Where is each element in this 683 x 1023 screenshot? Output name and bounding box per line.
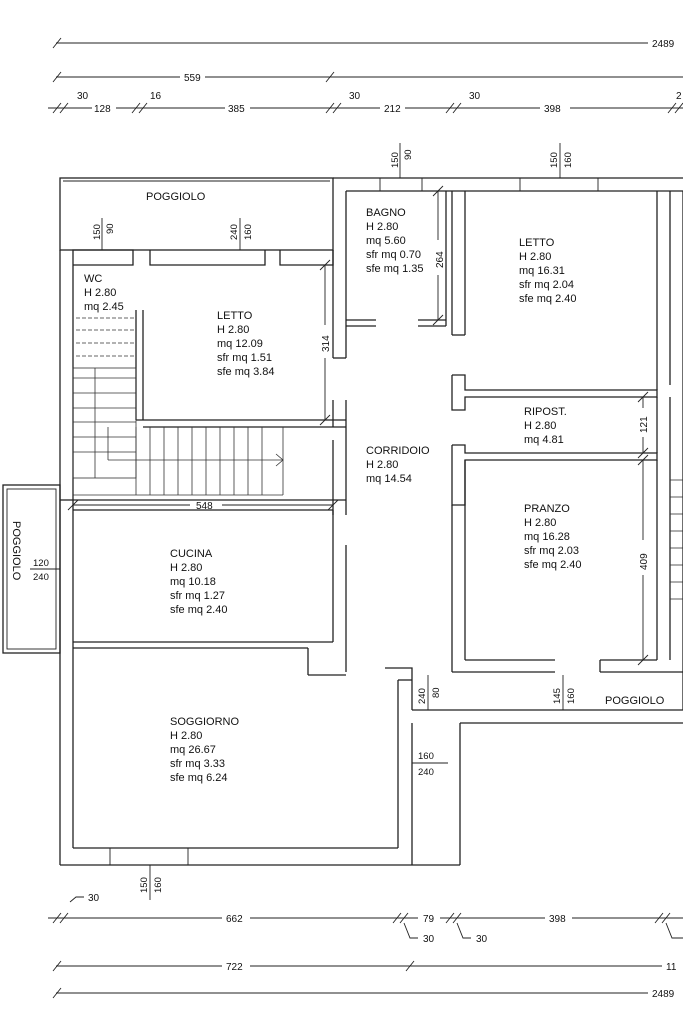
dim-bot-30c: 30 bbox=[476, 934, 488, 945]
opening-cucina-bottom: 240 bbox=[33, 572, 49, 583]
dim-top-30c: 30 bbox=[469, 91, 481, 102]
dim-top-total: 2489 bbox=[652, 39, 675, 50]
dim-top-212: 212 bbox=[384, 104, 401, 115]
top-dimension-chains: 2489 559 30 128 16 385 30 212 30 398 2 bbox=[48, 37, 683, 115]
room-corridoio: CORRIDOIO H 2.80 mq 14.54 bbox=[366, 445, 433, 485]
dim-bot-398: 398 bbox=[549, 914, 566, 925]
wc-fixtures bbox=[76, 317, 136, 357]
opening-cucina-top: 120 bbox=[33, 558, 49, 569]
dim-inner-314: 314 bbox=[321, 335, 332, 352]
room-wc: WC H 2.80 mq 2.45 bbox=[84, 273, 124, 313]
dim-bot-11: 11 bbox=[666, 962, 677, 973]
room-letto-left: LETTO H 2.80 mq 12.09 sfr mq 1.51 sfe mq… bbox=[217, 310, 275, 378]
dim-inner-121: 121 bbox=[639, 416, 650, 433]
opening-soggwin-top: 160 bbox=[153, 877, 164, 893]
dim-top-385: 385 bbox=[228, 104, 245, 115]
room-cucina: CUCINA H 2.80 mq 10.18 sfr mq 1.27 sfe m… bbox=[170, 548, 228, 616]
opening-labels: 150 90 150 160 150 90 240 160 120 240 24… bbox=[30, 143, 577, 900]
dim-top-30a: 30 bbox=[77, 91, 89, 102]
opening-bagno-bottom: 150 bbox=[390, 152, 401, 168]
dim-bot-722: 722 bbox=[226, 962, 243, 973]
top-wall-windows bbox=[379, 177, 599, 192]
room-pranzo: PRANZO H 2.80 mq 16.28 sfr mq 2.03 sfe m… bbox=[524, 503, 582, 571]
opening-lettor-bottom: 150 bbox=[549, 152, 560, 168]
dim-top-559: 559 bbox=[184, 73, 201, 84]
staircase bbox=[72, 367, 284, 496]
bottom-dimension-chains: 30 662 79 30 30 398 722 11 2489 bbox=[48, 893, 683, 1000]
room-poggiolo-top: POGGIOLO bbox=[146, 191, 206, 203]
opening-poggb-top: 160 bbox=[243, 224, 254, 240]
opening-pranzo-top: 160 bbox=[566, 688, 577, 704]
dim-top-16: 16 bbox=[150, 91, 162, 102]
room-labels: POGGIOLO BAGNO H 2.80 mq 5.60 sfr mq 0.7… bbox=[10, 191, 665, 784]
opening-bagno-top: 90 bbox=[403, 149, 414, 160]
dim-top-30b: 30 bbox=[349, 91, 361, 102]
dim-bot-662: 662 bbox=[226, 914, 243, 925]
opening-pranzo-bottom: 145 bbox=[552, 688, 563, 704]
dim-inner-264: 264 bbox=[435, 251, 446, 268]
opening-lettor-top: 160 bbox=[563, 152, 574, 168]
room-letto-right: LETTO H 2.80 mq 16.31 sfr mq 2.04 sfe mq… bbox=[519, 237, 577, 305]
dim-bot-30b: 30 bbox=[423, 934, 435, 945]
exterior-walls bbox=[59, 177, 683, 866]
dim-inner-409: 409 bbox=[639, 553, 650, 570]
opening-poggb-bottom: 240 bbox=[229, 224, 240, 240]
opening-soggwin-bottom: 150 bbox=[139, 877, 150, 893]
room-poggiolo-bottom: POGGIOLO bbox=[605, 695, 665, 707]
opening-sogg-bottom: 240 bbox=[418, 767, 434, 778]
dim-top-128: 128 bbox=[94, 104, 111, 115]
opening-pogga-top: 90 bbox=[105, 223, 116, 234]
right-strip bbox=[670, 479, 683, 600]
opening-entry-bottom: 240 bbox=[417, 688, 428, 704]
dim-inner-548: 548 bbox=[196, 501, 213, 512]
dim-top-398: 398 bbox=[544, 104, 561, 115]
opening-sogg-top: 160 bbox=[418, 751, 434, 762]
inner-dimensions: 548 314 264 121 409 bbox=[67, 185, 650, 666]
room-ripost: RIPOST. H 2.80 mq 4.81 bbox=[524, 406, 570, 446]
interior-walls bbox=[60, 191, 683, 866]
dim-bot-total: 2489 bbox=[652, 989, 675, 1000]
opening-pogga-bottom: 150 bbox=[92, 224, 103, 240]
room-bagno: BAGNO H 2.80 mq 5.60 sfr mq 0.70 sfe mq … bbox=[366, 207, 424, 275]
dim-bot-79: 79 bbox=[423, 914, 435, 925]
dim-bot-30: 30 bbox=[88, 893, 100, 904]
room-soggiorno: SOGGIORNO H 2.80 mq 26.67 sfr mq 3.33 sf… bbox=[170, 716, 242, 784]
room-poggiolo-left: POGGIOLO bbox=[10, 521, 22, 581]
opening-entry-top: 80 bbox=[431, 687, 442, 698]
dim-top-tail: 2 bbox=[676, 91, 682, 102]
